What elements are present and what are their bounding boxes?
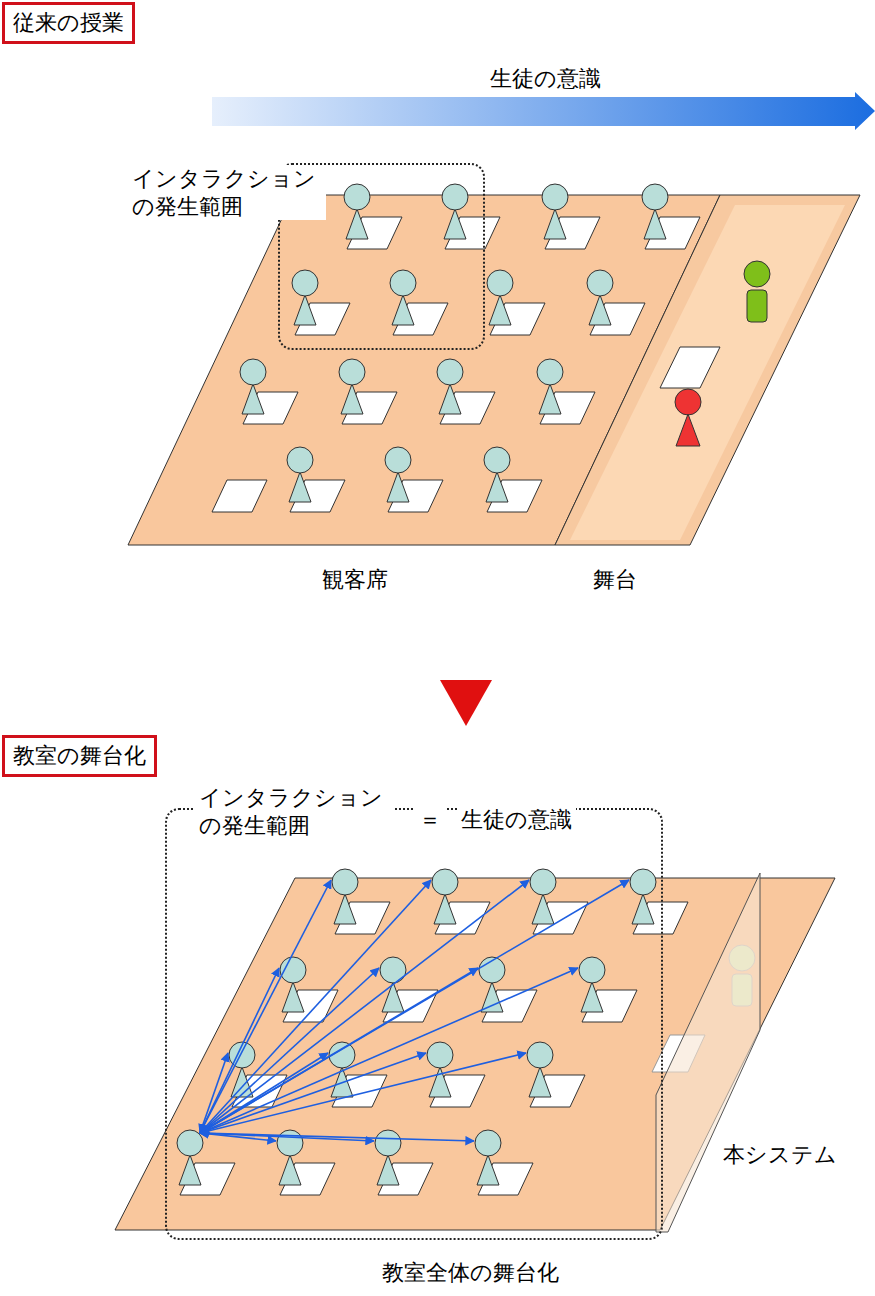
student-head (437, 359, 463, 385)
student-head (542, 184, 568, 210)
student-head (484, 447, 510, 473)
area-label: 観客席 (322, 567, 388, 593)
paper (212, 480, 267, 512)
student-head (642, 184, 668, 210)
student-body (544, 209, 566, 239)
interaction-range: インタラクション の発生範囲＝生徒の意識 (165, 808, 663, 1240)
interaction-arrow (200, 1053, 228, 1133)
student-head (287, 447, 313, 473)
student-body (644, 209, 666, 239)
teacher-head (744, 261, 770, 287)
section-title: 教室の舞台化 (2, 735, 157, 777)
awareness-label: 生徒の意識 (490, 66, 601, 92)
student-body (179, 1155, 201, 1185)
student-body (529, 1067, 551, 1097)
student-head (375, 1130, 401, 1156)
student-head (442, 184, 468, 210)
student-head (530, 869, 556, 895)
interaction-arrow (200, 880, 529, 1133)
section-title: 従来の授業 (2, 2, 135, 44)
student-body (282, 982, 304, 1012)
student-body (341, 384, 363, 414)
student-body (589, 295, 611, 325)
student-body (434, 894, 456, 924)
caption-label: 教室全体の舞台化 (382, 1260, 559, 1286)
student-body (477, 1155, 499, 1185)
student-body (539, 384, 561, 414)
student-body (387, 472, 409, 502)
students (177, 184, 700, 1195)
awareness-arrow (212, 92, 875, 130)
paper (660, 347, 720, 388)
student-head (587, 270, 613, 296)
student-head (332, 869, 358, 895)
range-label: ＝ (415, 806, 445, 834)
student-head (527, 1042, 553, 1068)
student-body (377, 1155, 399, 1185)
interaction-arrow (200, 1053, 426, 1133)
student-head (292, 270, 318, 296)
student-body (231, 1067, 253, 1097)
student-body (532, 894, 554, 924)
student-body (489, 295, 511, 325)
student-body (581, 982, 603, 1012)
student-head (487, 270, 513, 296)
student-head (277, 1130, 303, 1156)
interaction-arrow (200, 968, 478, 1133)
student-head (177, 1130, 203, 1156)
student-body (382, 982, 404, 1012)
student-body (346, 209, 368, 239)
title-text: 従来の授業 (13, 9, 124, 37)
student-body (279, 1155, 301, 1185)
area-label: 舞台 (593, 567, 637, 593)
student-head (339, 359, 365, 385)
student-body (242, 384, 264, 414)
student-head (390, 270, 416, 296)
student-body (289, 472, 311, 502)
student-head (432, 869, 458, 895)
student-body (334, 894, 356, 924)
student-head (537, 359, 563, 385)
system-label: 本システム (723, 1142, 837, 1168)
interaction-arrow (200, 880, 629, 1133)
range-label: インタラクション の発生範囲 (128, 165, 326, 220)
student-body (392, 295, 414, 325)
stage-bevel (570, 205, 845, 540)
student-head (380, 957, 406, 983)
student-head (630, 869, 656, 895)
student-body (486, 472, 508, 502)
interaction-arrow (200, 1133, 474, 1141)
interaction-arrow (200, 968, 578, 1133)
student-body (294, 295, 316, 325)
presenter-body (676, 414, 700, 446)
interaction-arrow (200, 880, 431, 1133)
interaction-arrow (200, 1053, 526, 1133)
interaction-arrows (200, 880, 629, 1141)
student-body (632, 894, 654, 924)
student-head (344, 184, 370, 210)
student-body (439, 384, 461, 414)
presenter-head (675, 389, 701, 415)
stage-floor (555, 195, 860, 545)
student-body (481, 982, 503, 1012)
student-head (385, 447, 411, 473)
title-text: 教室の舞台化 (13, 742, 146, 770)
interaction-arrow (200, 968, 379, 1133)
teacher-body (747, 290, 767, 322)
transition-arrow (440, 680, 492, 726)
student-head (579, 957, 605, 983)
range-label: インタラクション の発生範囲 (195, 784, 393, 839)
range-label: 生徒の意識 (457, 806, 576, 834)
student-body (444, 209, 466, 239)
student-head (240, 359, 266, 385)
interaction-range: インタラクション の発生範囲 (278, 163, 485, 350)
interaction-arrow (200, 1053, 328, 1133)
student-head (475, 1130, 501, 1156)
student-head (427, 1042, 453, 1068)
